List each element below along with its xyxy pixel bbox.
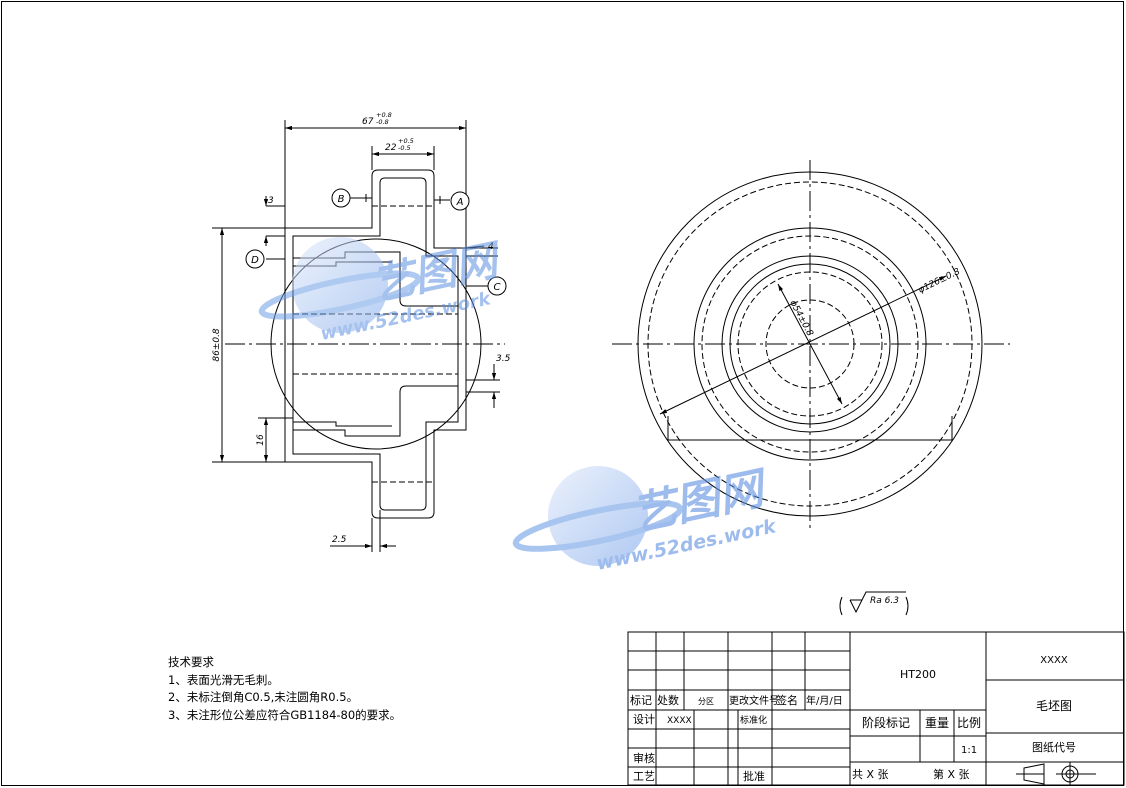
tech-requirement-item: 3、未注形位公差应符合GB1184-80的要求。 <box>168 707 402 722</box>
tb-review: 审核 <box>633 751 655 765</box>
tb-drawing-code-label: 图纸代号 <box>1032 741 1076 754</box>
dim-diameter-54: φ54±0.8 <box>787 299 814 339</box>
dim-overall-width-tol-upper: +0.8 <box>376 111 392 119</box>
tb-count: 处数 <box>657 694 679 707</box>
watermark-logo-2: 艺图网 www.52des.work <box>512 462 779 575</box>
datum-d-label: D <box>251 255 259 266</box>
tb-date: 年/月/日 <box>806 694 843 707</box>
dim-boss-width-tol-upper: +0.5 <box>398 137 414 145</box>
dim-4: 4 <box>488 242 494 252</box>
dim-3-5: 3.5 <box>496 354 511 364</box>
dim-overall-width-tol-lower: -0.8 <box>376 118 389 126</box>
tb-scale-value: 1:1 <box>961 745 977 756</box>
dim-boss-width: 22 <box>385 143 397 153</box>
tb-zone: 分区 <box>698 697 714 706</box>
tb-change-doc: 更改文件号 <box>729 694 779 707</box>
datum-a-label: A <box>456 197 464 208</box>
dim-height: 86±0.8 <box>212 328 222 362</box>
tech-requirement-item: 1、表面光滑无毛刺。 <box>168 672 279 687</box>
dim-boss-width-tol-lower: -0.5 <box>398 144 411 152</box>
dim-2-5: 2.5 <box>332 535 347 545</box>
datum-c-label: C <box>494 282 501 293</box>
tb-drawing-name: 毛坯图 <box>1036 699 1072 713</box>
dim-3: 3 <box>268 196 274 206</box>
watermark-logo-1: 艺图网 www.52des.work <box>258 234 507 345</box>
tb-mark: 标记 <box>630 693 652 707</box>
end-view <box>612 160 1010 528</box>
roughness-symbol <box>839 591 909 616</box>
tb-designer: XXXX <box>667 716 692 726</box>
tb-standardize: 标准化 <box>740 714 767 726</box>
tb-total-sheets: 共 X 张 <box>852 768 889 781</box>
tb-name-placeholder: XXXX <box>1040 655 1068 666</box>
tb-design: 设计 <box>633 713 655 726</box>
tb-stage-mark: 阶段标记 <box>862 715 910 730</box>
tb-weight: 重量 <box>925 716 949 730</box>
tech-requirements-title: 技术要求 <box>168 655 214 669</box>
tb-sheet-no: 第 X 张 <box>933 767 970 781</box>
tech-requirement-item: 2、未标注倒角C0.5,未注圆角R0.5。 <box>168 690 359 704</box>
dim-overall-width: 67 <box>362 117 374 127</box>
tb-approve: 批准 <box>743 769 765 783</box>
title-block <box>627 631 1125 786</box>
tb-process: 工艺 <box>633 770 655 783</box>
tb-scale: 比例 <box>957 716 981 730</box>
datum-symbols <box>245 188 507 296</box>
tb-material: HT200 <box>900 668 936 681</box>
tb-signature: 签名 <box>776 693 798 707</box>
dim-diameter-126: φ126±0.8 <box>917 267 962 296</box>
datum-b-label: B <box>338 194 345 205</box>
tech-requirements: 技术要求 1、表面光滑无毛刺。 2、未标注倒角C0.5,未注圆角R0.5。 3、… <box>168 654 401 724</box>
dim-16: 16 <box>256 434 266 446</box>
roughness-label: Ra 6.3 <box>870 596 899 606</box>
